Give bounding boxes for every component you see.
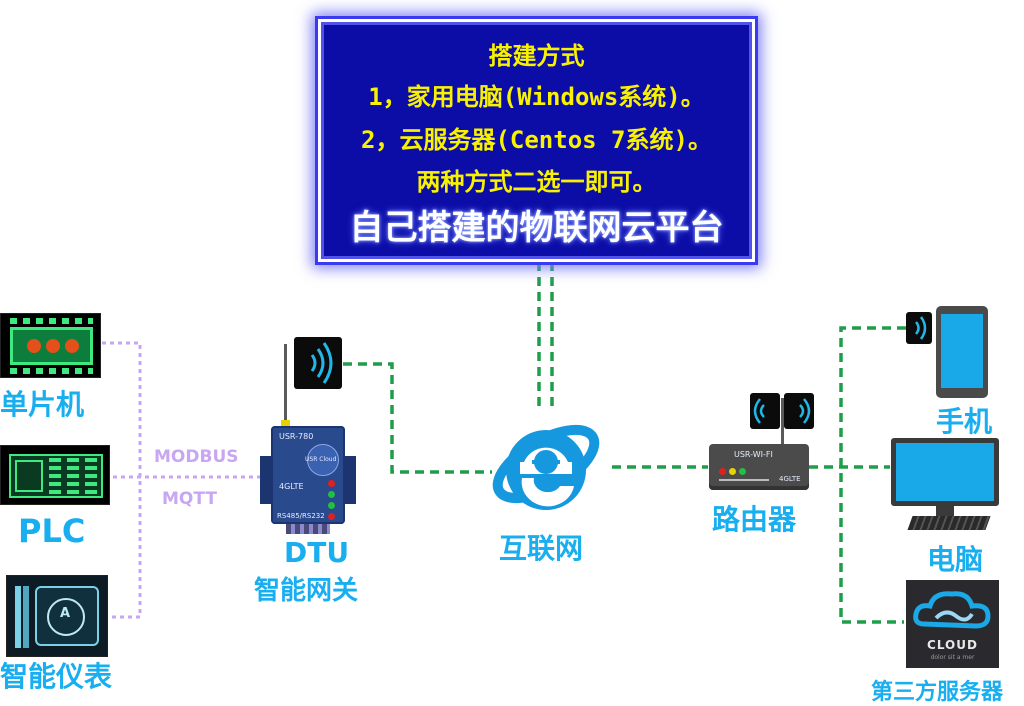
third-party-label: 第三方服务器 xyxy=(871,680,1004,705)
dtu-net: 4GLTE xyxy=(279,482,304,491)
panel-line-1: 1，家用电脑(Windows系统)。 xyxy=(368,83,705,111)
panel-line-3: 两种方式二选一即可。 xyxy=(416,168,657,196)
dtu-title-label: DTU xyxy=(284,536,350,569)
internet-label: 互联网 xyxy=(499,532,584,565)
internet-explorer-icon xyxy=(486,404,606,526)
dtu-model: USR-780 xyxy=(279,432,314,441)
modbus-label: MODBUS xyxy=(154,447,239,467)
phone-signal-icon xyxy=(906,312,932,344)
router-signal-right-icon xyxy=(784,393,814,429)
router-model: USR-WI-FI xyxy=(734,450,773,459)
dtu-sub-label: 智能网关 xyxy=(254,576,359,606)
router-device: USR-WI-FI 4GLTE xyxy=(709,444,809,490)
meter-icon: A xyxy=(6,575,108,657)
platform-panel: 搭建方式 1，家用电脑(Windows系统)。 2，云服务器(Centos 7系… xyxy=(318,19,755,262)
mcu-label: 单片机 xyxy=(0,388,85,421)
panel-subtitle: 自己搭建的物联网云平台 xyxy=(349,208,724,248)
plc-label: PLC xyxy=(18,512,86,550)
dtu-cloud: USR Cloud xyxy=(305,456,337,463)
keyboard-icon xyxy=(907,516,991,530)
device-bus-line xyxy=(102,341,142,619)
dtu-internet-link xyxy=(343,362,492,474)
cloud-server-icon: CLOUD dolor sit a mer xyxy=(906,580,999,668)
router-signal-left-icon xyxy=(750,393,780,429)
computer-label: 电脑 xyxy=(927,543,984,576)
phone-icon xyxy=(936,306,988,398)
cloud-word: CLOUD xyxy=(927,638,978,652)
cloud-tagline: dolor sit a mer xyxy=(930,654,975,661)
mcu-icon xyxy=(0,313,101,378)
panel-line-2: 2，云服务器(Centos 7系统)。 xyxy=(361,126,712,154)
dtu-ports: RS485/RS232 xyxy=(277,512,325,520)
dtu-antenna xyxy=(284,344,287,426)
computer-icon xyxy=(891,438,999,506)
panel-title: 搭建方式 xyxy=(488,42,585,70)
dtu-device: USR-780 USR Cloud 4GLTE RS485/RS232 xyxy=(271,426,345,524)
plc-icon xyxy=(0,445,110,505)
phone-label: 手机 xyxy=(936,405,993,438)
dtu-signal-icon xyxy=(294,337,342,389)
router-net: 4GLTE xyxy=(779,475,801,483)
router-label: 路由器 xyxy=(712,503,797,536)
meter-label: 智能仪表 xyxy=(0,660,113,693)
client-bus-link xyxy=(839,326,906,624)
mqtt-label: MQTT xyxy=(162,489,217,509)
